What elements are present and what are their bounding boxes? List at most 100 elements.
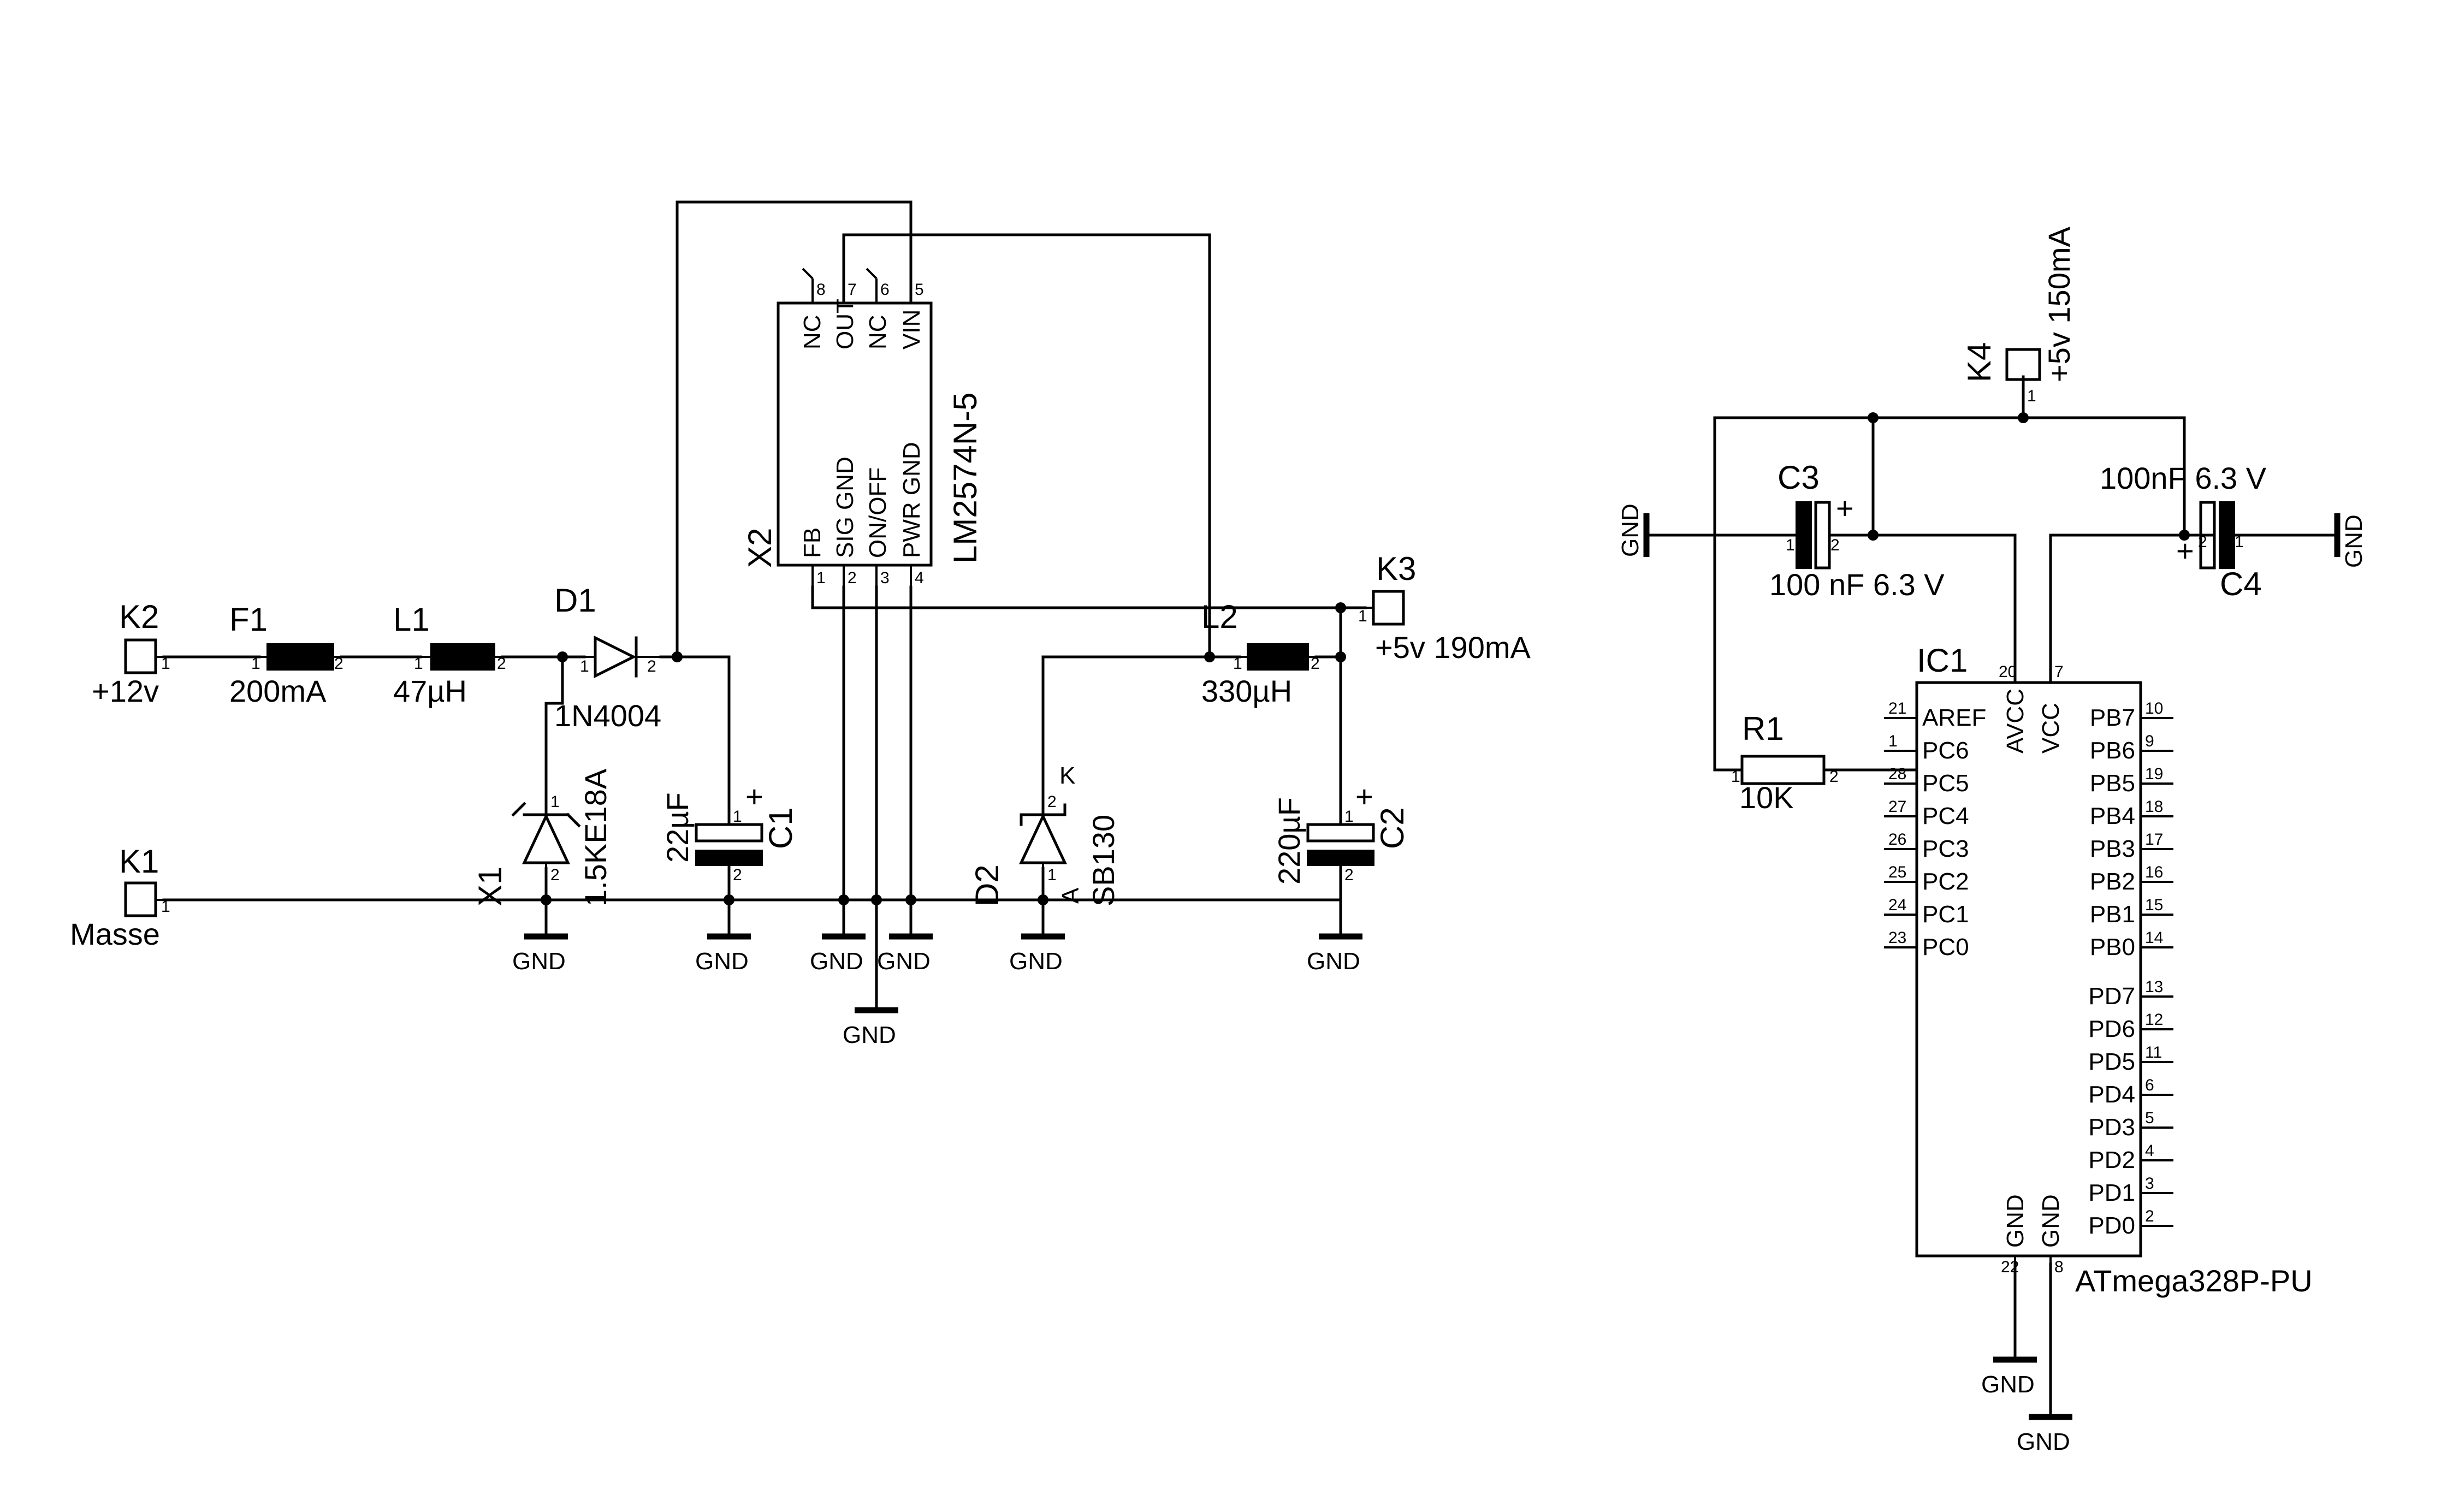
d1-pin2: 2 xyxy=(647,657,656,675)
k2-ref: K2 xyxy=(119,598,159,635)
gnd-x1: GND xyxy=(512,948,566,975)
connector-k4[interactable]: K4 +5v 150mA 1 xyxy=(1961,227,2076,405)
x2-pin6: 6 xyxy=(880,281,890,299)
x2-pin5: 5 xyxy=(915,281,924,299)
k3-pin: 1 xyxy=(1358,607,1367,625)
ic1-pin-gnd8: GND xyxy=(2037,1194,2064,1248)
ic1-right-pin-name: PD1 xyxy=(2088,1179,2135,1206)
ic1-right-pin-number: 10 xyxy=(2145,699,2163,718)
ic1-right-pin-name: PD0 xyxy=(2088,1212,2135,1239)
x1-ref: X1 xyxy=(472,867,508,906)
capacitor-c1[interactable]: 22µF C1 + 1 2 xyxy=(660,779,799,884)
tvs-diode-x1[interactable]: 1.5KE18A X1 1 2 xyxy=(472,768,613,906)
x2-pin7: 7 xyxy=(848,281,857,299)
l1-ref: L1 xyxy=(393,601,430,638)
ic1-right-pin-name: PB0 xyxy=(2090,934,2135,960)
ic1-left-pin-number: 26 xyxy=(1888,831,1906,849)
inductor-l2[interactable]: L2 330µH 1 2 xyxy=(1201,598,1320,708)
c1-pin2: 2 xyxy=(733,866,742,884)
connector-k1[interactable]: K1 Masse 1 xyxy=(70,843,170,951)
ic1-left-pin-name: PC6 xyxy=(1922,737,1969,764)
f1-pin2: 2 xyxy=(334,655,343,673)
d2-ref: D2 xyxy=(969,864,1005,906)
ic1-left-pin-number: 27 xyxy=(1888,798,1906,816)
x2-pin4: 4 xyxy=(915,569,924,587)
x2-pin3: 3 xyxy=(880,569,890,587)
ic1-pin22: 22 xyxy=(2001,1258,2019,1276)
gnd-ic1-pin22: GND xyxy=(1981,1371,2035,1398)
ic1-left-pin-number: 25 xyxy=(1888,863,1906,881)
regulator-x2[interactable]: 8 7 6 5 NC OUT NC VIN FB SIG GND ON/OFF … xyxy=(742,268,983,587)
ic1-right-pin-number: 14 xyxy=(2145,929,2163,947)
ic1-left-pin-name: PC1 xyxy=(1922,901,1969,928)
ic1-right-pin-name: PB7 xyxy=(2090,704,2135,731)
ic1-left-pin-name: PC2 xyxy=(1922,868,1969,895)
fuse-f1[interactable]: F1 200mA 1 2 xyxy=(229,601,343,708)
x2-pin-sig-gnd: SIG GND xyxy=(832,456,858,558)
ic1-right-pin-number: 19 xyxy=(2145,765,2163,783)
ic1-right-pin-number: 2 xyxy=(2145,1207,2154,1225)
ic1-value: ATmega328P-PU xyxy=(2075,1264,2313,1298)
d2-cathode-label: K xyxy=(1059,762,1075,789)
x2-pin-nc8: NC xyxy=(799,315,826,349)
x2-pin2: 2 xyxy=(848,569,857,587)
junction-dots xyxy=(541,412,2190,905)
r1-ref: R1 xyxy=(1742,710,1784,747)
ic1-right-pin-number: 18 xyxy=(2145,798,2163,816)
capacitor-c2[interactable]: 220µF C2 + 1 2 xyxy=(1272,779,1411,885)
c3-value: 100 nF 6.3 V xyxy=(1769,567,1945,602)
c2-value: 220µF xyxy=(1272,797,1306,885)
c2-ref: C2 xyxy=(1374,807,1411,849)
ic1-right-pin-name: PD7 xyxy=(2088,983,2135,1010)
c3-pin2: 2 xyxy=(1830,536,1840,554)
ic1-right-pin-number: 9 xyxy=(2145,732,2154,750)
ic1-right-pin-name: PB2 xyxy=(2090,868,2135,895)
ic1-left-pin-name: PC5 xyxy=(1922,770,1969,797)
capacitor-c3[interactable]: GND C3 100 nF 6.3 V + 1 2 xyxy=(1617,459,1945,602)
ground-symbols-left: GND GND GND GND GND GND GND xyxy=(512,933,1362,1048)
connector-k3[interactable]: K3 +5v 190mA 1 xyxy=(1358,550,1531,665)
connector-k2[interactable]: K2 +12v 1 xyxy=(92,598,170,708)
inductor-l1[interactable]: L1 47µH 1 2 xyxy=(393,601,506,708)
d1-value: 1N4004 xyxy=(554,698,661,733)
gnd-ic1-pin8: GND xyxy=(2017,1428,2070,1455)
f1-ref: F1 xyxy=(229,601,268,638)
ic1-left-pin-name: AREF xyxy=(1922,704,1986,731)
l1-pin2: 2 xyxy=(497,655,506,673)
gnd-c1: GND xyxy=(695,948,749,975)
c2-pin2: 2 xyxy=(1344,866,1354,884)
gnd-c2: GND xyxy=(1307,948,1360,975)
schottky-diode-d2[interactable]: K A D2 SB130 2 1 xyxy=(969,762,1121,906)
k2-label: +12v xyxy=(92,674,159,708)
ic1-left-pin-number: 28 xyxy=(1888,765,1906,783)
gnd-c4: GND xyxy=(2341,514,2367,568)
l2-value: 330µH xyxy=(1201,674,1292,708)
k3-label: +5v 190mA xyxy=(1375,630,1531,665)
ic1-left-pin-name: PC3 xyxy=(1922,835,1969,862)
k1-label: Masse xyxy=(70,917,160,951)
ic1-right-pin-number: 4 xyxy=(2145,1142,2154,1160)
capacitor-c4[interactable]: GND 100nF 6.3 V C4 + 2 1 xyxy=(2100,461,2367,602)
diode-d1[interactable]: D1 1N4004 1 2 xyxy=(554,582,661,733)
k3-ref: K3 xyxy=(1376,550,1416,587)
c2-pin1: 1 xyxy=(1344,808,1354,826)
ic1-right-pin-name: PD6 xyxy=(2088,1016,2135,1042)
d2-pin1: 1 xyxy=(1047,866,1057,884)
k1-pin: 1 xyxy=(161,898,170,916)
ic1-pin7: 7 xyxy=(2054,663,2064,681)
ic1-left-pin-number: 23 xyxy=(1888,929,1906,947)
l1-pin1: 1 xyxy=(414,655,423,673)
ic1-left-pin-name: PC4 xyxy=(1922,803,1969,829)
x2-pin-fb: FB xyxy=(799,527,826,558)
c1-value: 22µF xyxy=(660,792,695,863)
resistor-r1[interactable]: R1 10K 1 2 xyxy=(1731,710,1839,815)
ic1-right-pin-name: PB1 xyxy=(2090,901,2135,928)
ic1-ref: IC1 xyxy=(1917,642,1968,679)
r1-value: 10K xyxy=(1739,780,1794,815)
d1-ref: D1 xyxy=(554,582,596,619)
ic1-right-pin-number: 13 xyxy=(2145,978,2163,996)
ic1-right-pin-number: 17 xyxy=(2145,831,2163,849)
ic1-right-pin-name: PD5 xyxy=(2088,1048,2135,1075)
